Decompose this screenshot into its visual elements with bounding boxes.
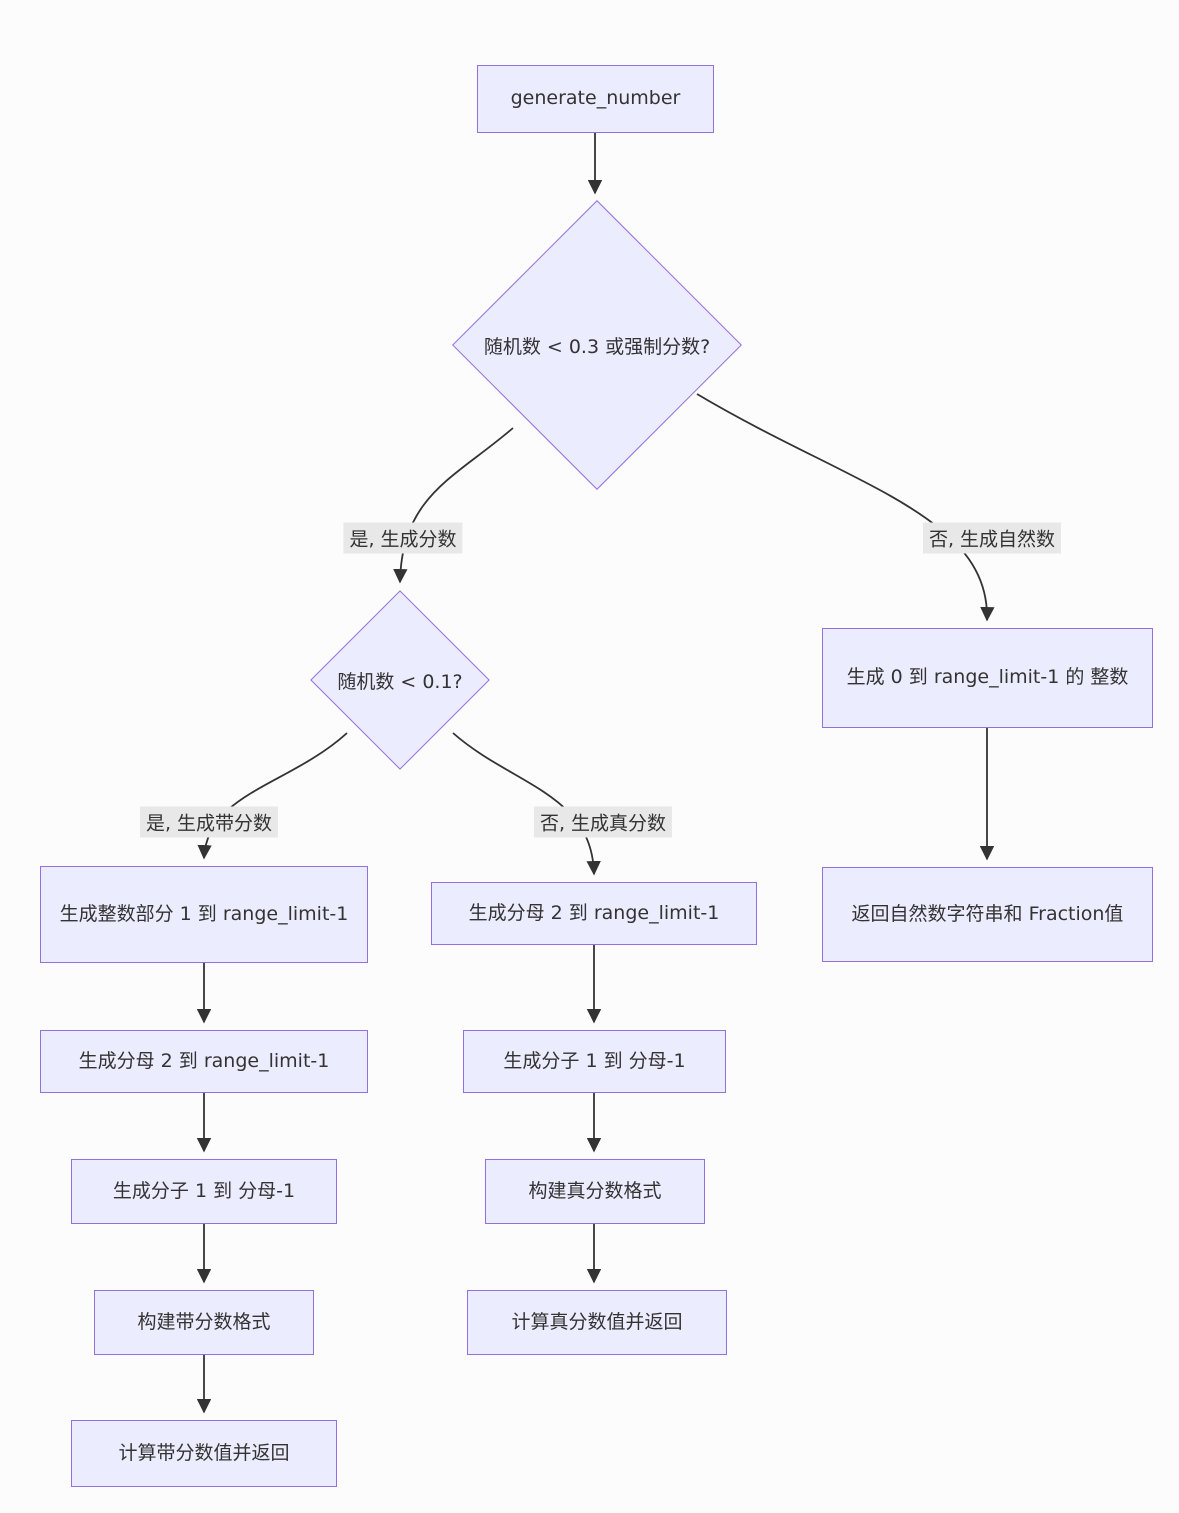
node-calc-mixed-return: 计算带分数值并返回	[71, 1420, 337, 1487]
node-calc-mixed-return-label: 计算带分数值并返回	[118, 1441, 290, 1464]
node-generate-whole-part: 生成整数部分 1 到 range_limit-1	[40, 866, 368, 963]
node-calc-proper-return-label: 计算真分数值并返回	[511, 1310, 683, 1333]
node-generate-denominator-proper-label: 生成分母 2 到 range_limit-1	[468, 901, 720, 924]
node-generate-numerator-mixed: 生成分子 1 到 分母-1	[71, 1159, 337, 1224]
node-calc-proper-return: 计算真分数值并返回	[467, 1290, 727, 1355]
node-generate-number: generate_number	[477, 65, 714, 133]
edge-decision-to-gen-integer	[696, 393, 995, 622]
node-generate-numerator-proper: 生成分子 1 到 分母-1	[463, 1030, 726, 1093]
node-generate-denominator-mixed-label: 生成分母 2 到 range_limit-1	[78, 1049, 330, 1072]
edge-label-yes-fraction: 是, 生成分数	[343, 522, 463, 554]
node-generate-numerator-proper-label: 生成分子 1 到 分母-1	[503, 1049, 686, 1072]
node-build-mixed-format-label: 构建带分数格式	[137, 1310, 271, 1333]
node-build-mixed-format: 构建带分数格式	[94, 1290, 314, 1355]
decision-fraction-diamond: 随机数 < 0.3 或强制分数?	[452, 200, 742, 490]
node-generate-denominator-proper: 生成分母 2 到 range_limit-1	[431, 882, 757, 945]
node-generate-denominator-mixed: 生成分母 2 到 range_limit-1	[40, 1030, 368, 1093]
node-generate-integer-label: 生成 0 到 range_limit-1 的 整数	[846, 666, 1129, 689]
decision-fraction-label: 随机数 < 0.3 或强制分数?	[483, 335, 711, 358]
node-generate-integer: 生成 0 到 range_limit-1 的 整数	[822, 628, 1153, 728]
edge-label-yes-mixed: 是, 生成带分数	[139, 806, 279, 838]
decision-mixed-label: 随机数 < 0.1?	[337, 670, 463, 693]
node-generate-number-label: generate_number	[510, 87, 681, 110]
node-build-proper-format: 构建真分数格式	[485, 1159, 705, 1224]
node-return-natural: 返回自然数字符串和 Fraction值	[822, 867, 1153, 962]
node-build-proper-format-label: 构建真分数格式	[528, 1179, 662, 1202]
edge-label-no-natural: 否, 生成自然数	[922, 522, 1062, 554]
node-return-natural-label: 返回自然数字符串和 Fraction值	[851, 902, 1124, 925]
node-generate-whole-part-label: 生成整数部分 1 到 range_limit-1	[59, 902, 349, 925]
node-generate-numerator-mixed-label: 生成分子 1 到 分母-1	[112, 1179, 296, 1202]
edge-label-no-proper: 否, 生成真分数	[533, 806, 673, 838]
decision-mixed-diamond: 随机数 < 0.1?	[310, 590, 490, 770]
edge-mixed-decision-to-denominator	[452, 732, 601, 876]
